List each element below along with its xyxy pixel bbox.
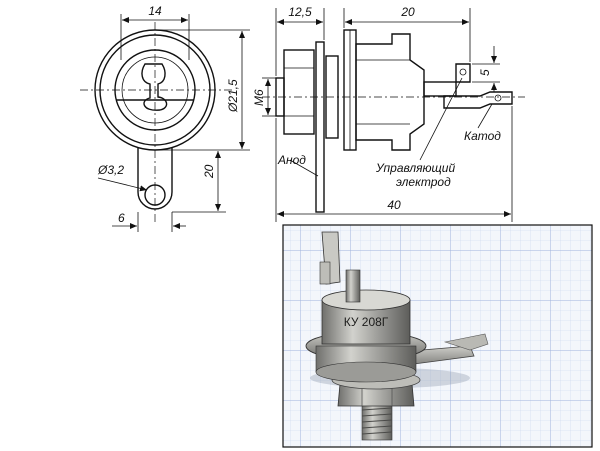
anode-tab [137,148,173,210]
control-terminal-hole [459,68,467,76]
dim-tab-width: 6 [118,211,125,225]
photo-lead-stem [345,269,361,303]
label-control-line1: Управляющий [375,161,455,175]
leader-control [419,77,463,161]
dim-body: 20 [400,5,415,19]
top-circle [121,56,189,124]
dim-tab-length: 20 [202,164,216,179]
terminal-detail [141,63,168,111]
washer [325,55,339,139]
photo-body-top [321,289,411,311]
leader-hole [97,177,148,192]
dim-nut: 12,5 [288,5,312,19]
photo-lower-rim [315,361,417,383]
dim-terminal: 5 [478,69,492,76]
flange-inner-circle [99,34,211,146]
tab-hole [144,184,166,206]
thread-4 [361,425,393,429]
photo-frame [282,224,593,448]
body-circle [114,49,196,131]
dim-diameter: Ø21,5 [226,79,240,113]
label-control-line2: электрод [396,175,451,189]
cathode-lead [443,91,513,109]
thread-2 [361,413,393,417]
front-view: 14 Ø21,5 20 Ø3,2 6 [80,4,250,232]
photo-control-lead [319,261,331,285]
leader-anode [289,159,319,177]
body [355,33,425,151]
label-cathode: Катод [464,129,501,143]
photo-anode-tip [443,333,489,351]
dim-total: 40 [387,198,401,212]
dim-hole: Ø3,2 [97,163,124,177]
thread-1 [361,407,393,411]
nut [283,49,315,135]
component-photo: КУ 208Г [282,224,593,448]
photo-marking: КУ 208Г [344,315,389,329]
cathode-lead-hole [494,94,502,102]
side-view: 12,5 20 5 M6 40 Анод Управляющий электро… [252,5,525,222]
control-terminal [455,63,471,83]
lead-stem [423,81,457,97]
anode-plate [315,41,325,213]
thread-5 [361,431,393,435]
dim-width: 14 [148,4,162,18]
dim-thread: M6 [252,89,266,106]
thread-3 [361,419,393,423]
leader-cathode [477,103,493,129]
label-anode: Анод [277,153,306,167]
